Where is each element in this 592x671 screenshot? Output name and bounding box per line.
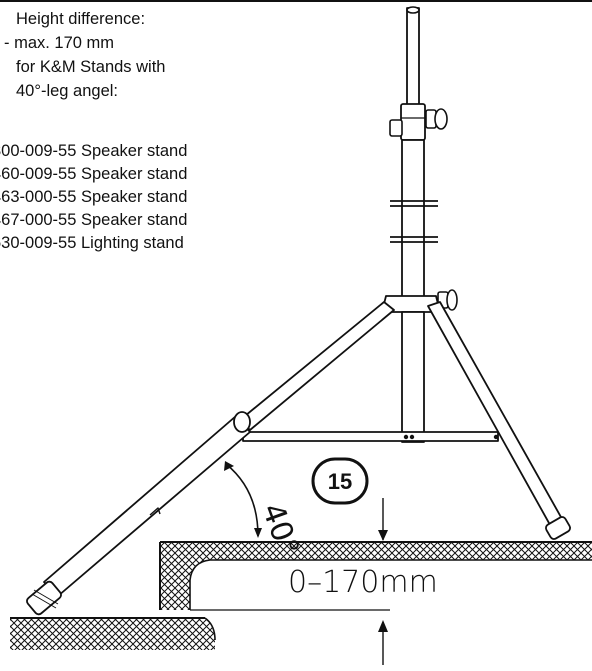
stand-number: 300-009-55 — [0, 142, 77, 160]
figure-number: 15 — [328, 469, 352, 494]
height-range-label: 0–170mm — [288, 565, 438, 600]
upper-floor-hatch — [160, 542, 592, 610]
speaker-stand-drawing — [26, 6, 571, 616]
stand-type: Speaker stand — [81, 142, 188, 160]
lower-floor-hatch — [10, 618, 215, 650]
left-leg-lower — [43, 415, 251, 597]
top-border-line — [0, 0, 592, 2]
lower-floor-outline — [204, 617, 216, 641]
right-leg-foot — [545, 516, 571, 540]
stand-list-item: 300-009-55 Speaker stand — [0, 140, 187, 163]
stand-type: Speaker stand — [81, 165, 188, 183]
stand-list-item: 467-000-55 Speaker stand — [0, 209, 187, 232]
upper-floor-outline — [189, 559, 592, 610]
left-leg-foot — [26, 580, 62, 616]
arrow-down-icon — [378, 530, 388, 541]
stand-list-item: 460-009-55 Speaker stand — [0, 163, 187, 186]
stand-type: Lighting stand — [81, 234, 184, 252]
height-dimension: 0–170mm — [190, 498, 438, 665]
stand-scope-note: for K&M Stands with — [16, 58, 166, 76]
stand-top-tube — [406, 7, 420, 109]
leg-brace — [242, 431, 499, 442]
arrow-down-icon — [254, 528, 262, 538]
compatible-stands-list: 300-009-55 Speaker stand 460-009-55 Spea… — [0, 140, 187, 255]
stand-type: Speaker stand — [81, 188, 188, 206]
stand-list-item: 630-009-55 Lighting stand — [0, 232, 187, 255]
left-leg-hinge — [233, 411, 251, 433]
max-height-note: - max. 170 mm — [4, 34, 115, 52]
arrow-up-left-icon — [224, 461, 234, 471]
left-leg-upper — [239, 301, 395, 431]
stand-list-item: 463-000-55 Speaker stand — [0, 186, 187, 209]
upper-clamp — [400, 103, 426, 141]
height-difference-heading: Height difference: — [16, 10, 146, 28]
stand-number: 463-000-55 — [0, 188, 77, 206]
ground-cross-section — [10, 541, 592, 650]
leg-angle-note: 40°-leg angel: — [16, 82, 119, 100]
arrow-up-icon — [378, 620, 388, 632]
figure-number-badge: 15 — [311, 457, 369, 505]
stand-number: 630-009-55 — [0, 234, 77, 252]
right-leg — [427, 301, 567, 533]
stand-number: 460-009-55 — [0, 165, 77, 183]
stand-lower-tube — [401, 311, 425, 443]
lower-clamp-knob — [389, 119, 403, 137]
stand-type: Speaker stand — [81, 211, 188, 229]
stand-middle-tube — [401, 139, 425, 299]
stand-number: 467-000-55 — [0, 211, 77, 229]
